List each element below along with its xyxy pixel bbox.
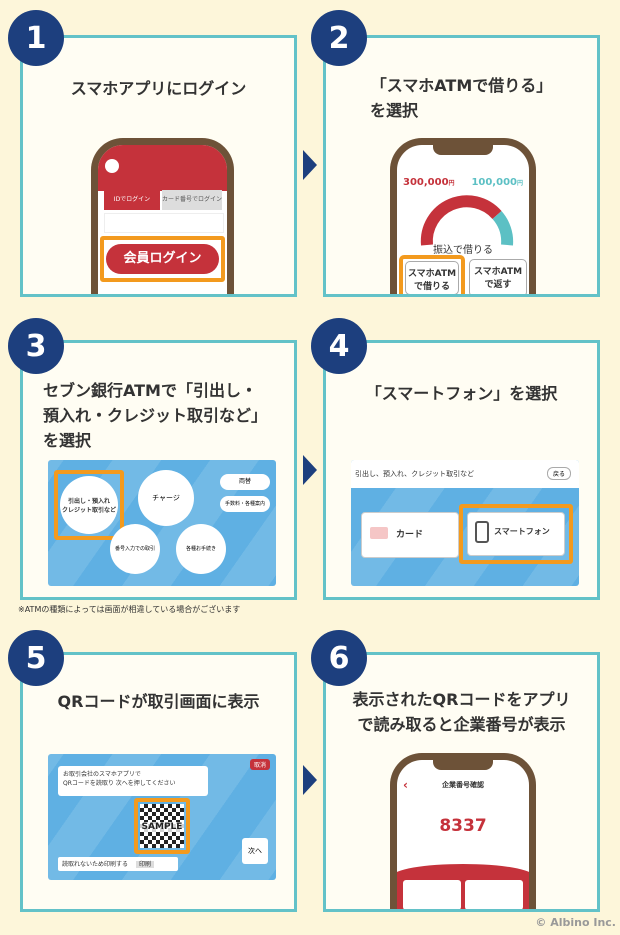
step-1-card: スマホアプリにログイン IDでログイン カード番号でログイン 会員ログイン — [20, 35, 297, 297]
step-6-card: 表示されたQRコードをアプリで読み取ると企業番号が表示 ‹ 企業番号確認 833… — [323, 652, 600, 912]
atm-screen: 引出し、預入れ、クレジット取引など 戻る カード スマートフォン — [351, 460, 579, 586]
qr-code: SAMPLE — [140, 804, 184, 848]
card-icon — [370, 527, 388, 539]
step-1-title: スマホアプリにログイン — [70, 79, 247, 98]
app-logo-icon — [105, 159, 119, 173]
step-6-badge: 6 — [311, 630, 367, 686]
atm-screen: 引出し・預入れ クレジット取引など チャージ 番号入力での取引 各種お手続き 両… — [48, 460, 276, 586]
highlight: 引出し・預入れ クレジット取引など — [54, 470, 124, 540]
charge-button[interactable]: チャージ — [138, 470, 194, 526]
arrow-right-icon — [303, 455, 317, 485]
next-button[interactable]: 次へ — [242, 838, 268, 864]
step-3-title: セブン銀行ATMで「引出し・預入れ・クレジット取引など」を選択 — [43, 381, 268, 450]
step-4-badge: 4 — [311, 318, 367, 374]
other-procedure-button[interactable]: 各種お手続き — [176, 524, 226, 574]
step-4-card: 「スマートフォン」を選択 引出し、預入れ、クレジット取引など 戻る カード スマ… — [323, 340, 600, 600]
screen-header: 引出し、預入れ、クレジット取引など 戻る — [351, 460, 579, 488]
arrow-right-icon — [303, 150, 317, 180]
highlight: 会員ログイン — [100, 236, 225, 282]
bottom-panel — [397, 864, 529, 909]
return-button[interactable]: スマホATM で返す — [469, 259, 527, 294]
amount-left: 300,000円 — [403, 177, 455, 188]
highlight: SAMPLE — [134, 798, 190, 854]
screen-header: 企業番号確認 — [442, 781, 484, 789]
phone-icon — [475, 521, 489, 543]
exchange-button[interactable]: 両替 — [220, 474, 270, 490]
step-3-card: セブン銀行ATMで「引出し・預入れ・クレジット取引など」を選択 引出し・預入れ … — [20, 340, 297, 600]
cancel-button[interactable]: 取消 — [249, 759, 270, 770]
company-code: 8337 — [439, 816, 487, 836]
arrow-right-icon — [303, 765, 317, 795]
copyright: © Albino Inc. — [535, 916, 616, 929]
back-chevron-icon[interactable]: ‹ — [403, 778, 408, 792]
smartphone-button[interactable]: スマートフォン — [467, 512, 565, 556]
print-row: 読取れないため印刷する 印刷 — [58, 857, 178, 871]
phone: ‹ 企業番号確認 8337 — [390, 753, 536, 909]
step-1-badge: 1 — [8, 10, 64, 66]
info-button[interactable]: 手数料・各種案内 — [220, 496, 270, 512]
step-2-card: 「スマホATMで借りる」を選択 300,000円 100,000円 振込で借りる… — [323, 35, 600, 297]
card-button[interactable]: カード — [361, 512, 459, 558]
number-input-button[interactable]: 番号入力での取引 — [110, 524, 160, 574]
gauge — [420, 195, 514, 246]
tab-id-login[interactable]: IDでログイン — [104, 190, 160, 210]
amount-right: 100,000円 — [471, 177, 523, 188]
highlight: スマホATM で借りる — [399, 255, 465, 294]
atm-note: ※ATMの種類によっては画面が相違している場合がございます — [18, 605, 241, 614]
back-button[interactable]: 戻る — [546, 467, 571, 480]
phone: 300,000円 100,000円 振込で借りる スマホATM で借りる スマホ… — [390, 138, 536, 294]
step-4-title: 「スマートフォン」を選択 — [365, 384, 558, 403]
step-5-title: QRコードが取引画面に表示 — [57, 692, 260, 711]
step-2-title: 「スマホATMで借りる」を選択 — [370, 76, 553, 120]
member-login-button[interactable]: 会員ログイン — [106, 244, 219, 274]
print-button[interactable]: 印刷 — [135, 861, 154, 868]
step-2-badge: 2 — [311, 10, 367, 66]
step-3-badge: 3 — [8, 318, 64, 374]
withdraw-deposit-button[interactable]: 引出し・預入れ クレジット取引など — [60, 476, 118, 534]
phone: IDでログイン カード番号でログイン 会員ログイン — [91, 138, 234, 294]
step-6-title: 表示されたQRコードをアプリで読み取ると企業番号が表示 — [352, 690, 571, 734]
transfer-label[interactable]: 振込で借りる — [433, 245, 493, 256]
highlight: スマートフォン — [459, 504, 573, 564]
step-5-badge: 5 — [8, 630, 64, 686]
borrow-button[interactable]: スマホATM で借りる — [405, 261, 459, 294]
tab-card-login[interactable]: カード番号でログイン — [162, 190, 222, 210]
